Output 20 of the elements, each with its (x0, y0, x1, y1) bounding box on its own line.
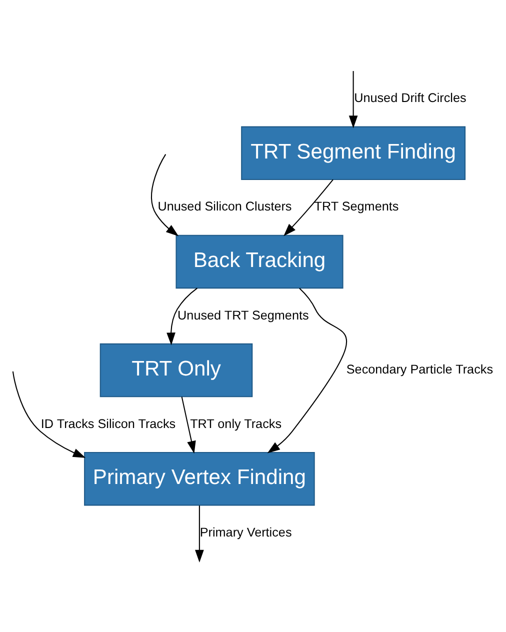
arrow (284, 179, 334, 236)
node-box: Primary Vertex Finding (84, 452, 315, 506)
arrow (166, 288, 198, 346)
arrow (12, 371, 86, 458)
arrow (150, 154, 179, 236)
edge-label: Unused Drift Circles (354, 91, 466, 106)
arrow (181, 396, 196, 454)
node-box: TRT Segment Finding (241, 126, 466, 180)
node-box: Back Tracking (176, 234, 344, 289)
edge-label: Secondary Particle Tracks (346, 362, 494, 377)
arrow (195, 506, 204, 563)
arrow (267, 288, 347, 454)
node-box: TRT Only (100, 343, 253, 398)
edge-label: Unused Silicon Clusters (158, 200, 292, 214)
edge-label: Unused TRT Segments (178, 308, 309, 322)
arrow (348, 71, 358, 128)
edge-label: Primary Vertices (200, 525, 292, 540)
edge-label: ID Tracks Silicon Tracks (40, 416, 176, 431)
edge-label: TRT Segments (314, 200, 399, 214)
edge-label: TRT only Tracks (190, 416, 282, 431)
